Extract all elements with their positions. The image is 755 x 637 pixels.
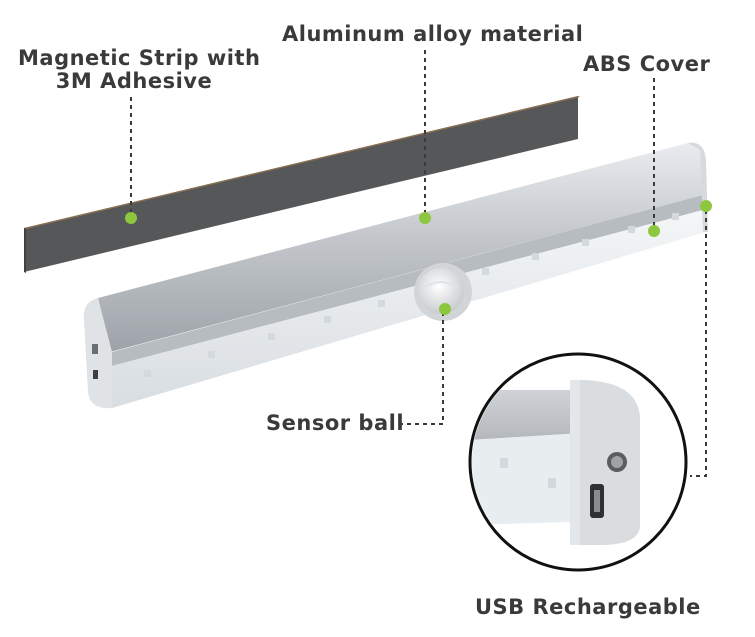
end-cap xyxy=(83,298,112,409)
magnetic-strip-label: Magnetic Strip with 3M Adhesive xyxy=(18,46,261,93)
leader-lines xyxy=(130,50,707,477)
aluminum-label: Aluminum alloy material xyxy=(282,22,584,46)
abs-cover xyxy=(112,210,706,408)
marker-dots xyxy=(125,200,712,315)
magnetic-strip-label-line1: Magnetic Strip with xyxy=(18,46,261,70)
abs-cover-label: ABS Cover xyxy=(583,52,711,76)
sensor-ball-label: Sensor ball xyxy=(266,411,405,435)
usb-port-zoom-view xyxy=(468,352,688,572)
usb-rechargeable-label: USB Rechargeable xyxy=(475,595,701,619)
aluminum-housing xyxy=(98,143,703,366)
magnetic-strip-label-line2: 3M Adhesive xyxy=(55,69,213,93)
sensor-ball xyxy=(414,263,472,321)
magnetic-strip xyxy=(24,96,580,273)
